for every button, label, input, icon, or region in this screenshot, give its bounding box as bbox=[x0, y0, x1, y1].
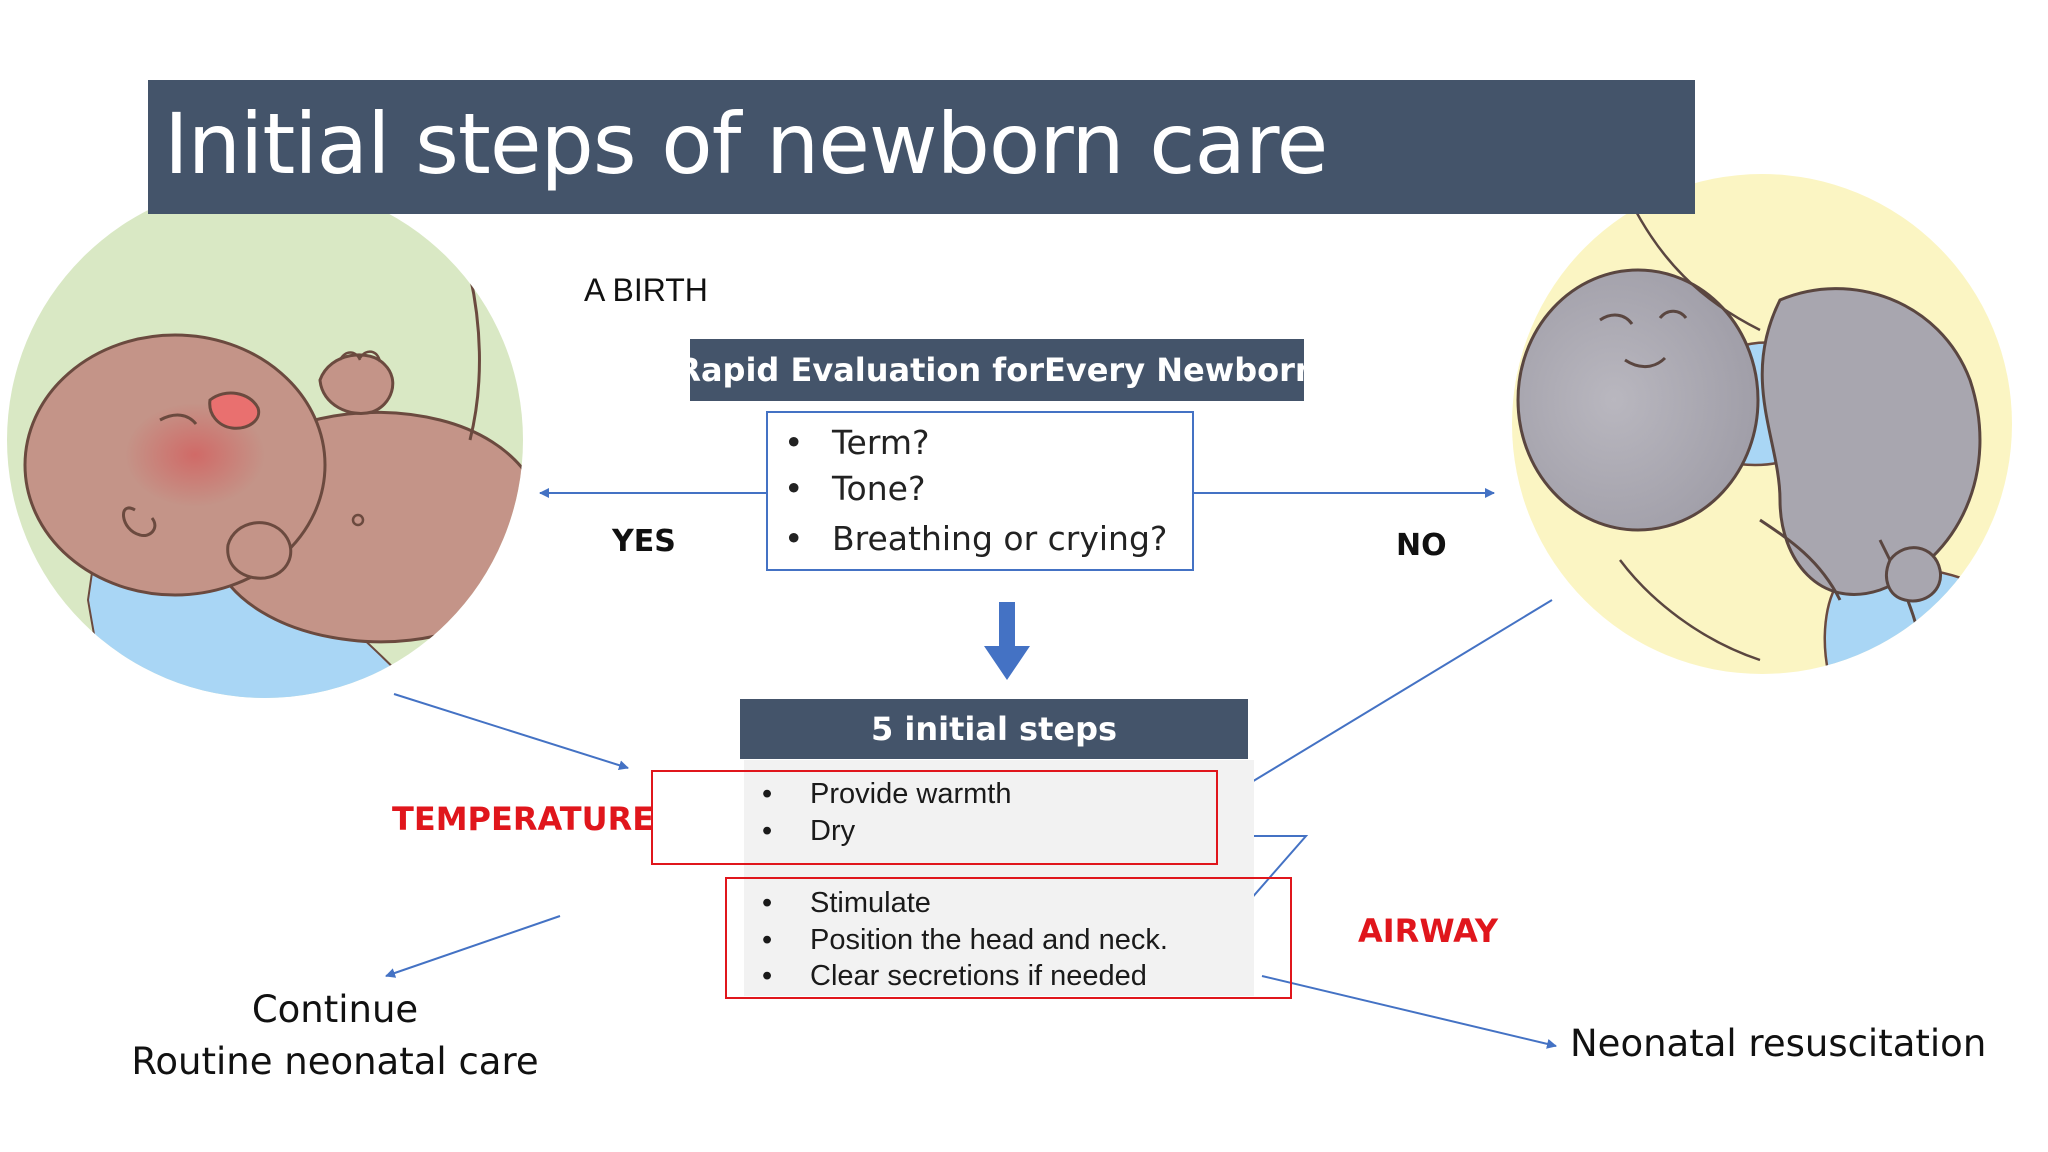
to-resuscitation-arrow bbox=[1261, 975, 1557, 1049]
bullet-icon: • bbox=[762, 815, 773, 847]
airway-label: AIRWAY bbox=[1358, 912, 1499, 950]
step-item-text: Provide warmth bbox=[810, 778, 1012, 810]
temperature-box bbox=[651, 770, 1218, 865]
step-item-text: Position the head and neck. bbox=[810, 924, 1168, 956]
birth-label: A BIRTH bbox=[584, 272, 708, 308]
page-title: Initial steps of newborn care bbox=[164, 95, 1328, 193]
right-to-temperature-arrow bbox=[1221, 599, 1553, 801]
yes-label: YES bbox=[612, 524, 676, 559]
bullet-icon: • bbox=[784, 423, 804, 462]
evaluation-item-text: Breathing or crying? bbox=[832, 519, 1168, 558]
left-to-temperature-arrow bbox=[393, 693, 629, 771]
step-item-text: Stimulate bbox=[810, 887, 931, 919]
step-item-text: Dry bbox=[810, 815, 856, 847]
evaluation-box: • Term? • Tone? • Breathing or crying? bbox=[766, 411, 1194, 571]
steps-header: 5 initial steps bbox=[740, 699, 1248, 759]
bullet-icon: • bbox=[784, 519, 804, 558]
bullet-icon: • bbox=[784, 469, 804, 508]
resuscitation-label: Neonatal resuscitation bbox=[1570, 1022, 1987, 1065]
crying-newborn-illustration bbox=[7, 182, 523, 698]
no-label: NO bbox=[1396, 528, 1447, 563]
temperature-label: TEMPERATURE bbox=[392, 800, 655, 838]
flow-arrows bbox=[385, 488, 1557, 1049]
continue-care-label: Continue Routine neonatal care bbox=[130, 984, 540, 1088]
to-continue-arrow bbox=[385, 915, 561, 978]
bullet-icon: • bbox=[762, 924, 773, 956]
step-item-text: Clear secretions if needed bbox=[810, 960, 1147, 992]
evaluation-header: Rapid Evaluation forEvery Newborn bbox=[676, 339, 1318, 401]
continue-line-2: Routine neonatal care bbox=[131, 1040, 539, 1083]
bullet-icon: • bbox=[762, 778, 773, 810]
evaluation-item-text: Term? bbox=[832, 423, 930, 462]
evaluation-item-text: Tone? bbox=[832, 469, 926, 508]
airway-box bbox=[725, 877, 1292, 999]
bullet-icon: • bbox=[762, 887, 773, 919]
continue-line-1: Continue bbox=[251, 988, 419, 1031]
down-arrow bbox=[984, 602, 1030, 680]
title-bar: Initial steps of newborn care bbox=[148, 80, 1695, 214]
bullet-icon: • bbox=[762, 960, 773, 992]
limp-newborn-illustration bbox=[1512, 174, 2012, 674]
